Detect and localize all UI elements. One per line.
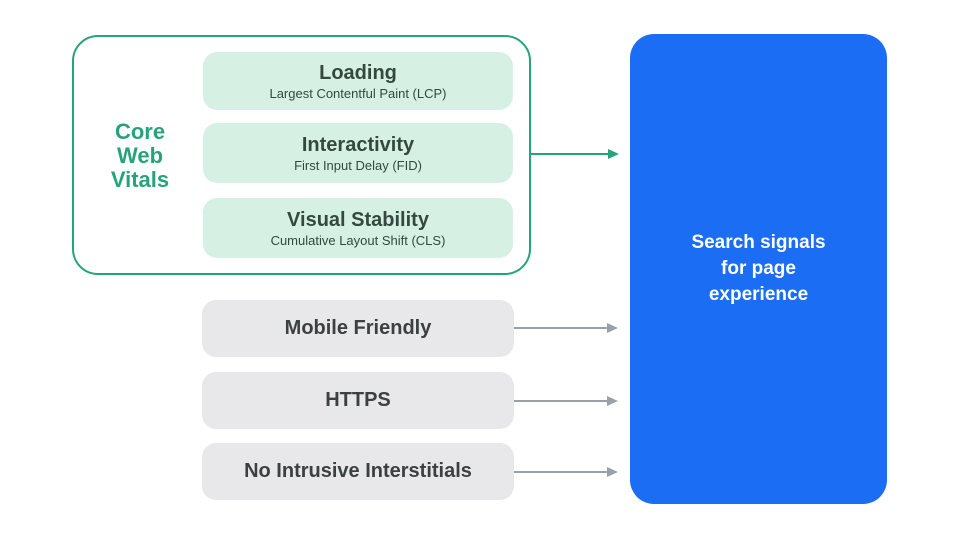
mobile-friendly-arrow [514, 322, 618, 334]
signal-no-intrusive-interstitials: No Intrusive Interstitials [202, 443, 514, 500]
cwv-item-visual-stability-subtitle: Cumulative Layout Shift (CLS) [270, 232, 446, 248]
arrow-right-icon [608, 149, 619, 159]
cwv-item-interactivity-subtitle: First Input Delay (FID) [294, 157, 422, 173]
signal-https: HTTPS [202, 372, 514, 429]
arrow-shaft [514, 471, 607, 473]
cwv-item-interactivity-title: Interactivity [301, 133, 415, 156]
signal-mobile-friendly: Mobile Friendly [202, 300, 514, 357]
arrow-right-icon [607, 396, 618, 406]
cwv-item-interactivity: Interactivity First Input Delay (FID) [203, 123, 513, 183]
signal-https-label: HTTPS [325, 389, 391, 411]
arrow-right-icon [607, 323, 618, 333]
cwv-item-loading-subtitle: Largest Contentful Paint (LCP) [269, 85, 447, 101]
interstitials-arrow [514, 466, 618, 478]
core-web-vitals-label: Core Web Vitals [110, 119, 170, 192]
search-signals-label: Search signals for page experience [691, 232, 826, 305]
cwv-item-loading-title: Loading [319, 61, 397, 84]
cwv-item-visual-stability-title: Visual Stability [287, 208, 429, 231]
cwv-item-visual-stability: Visual Stability Cumulative Layout Shift… [203, 198, 513, 258]
arrow-shaft [531, 153, 608, 155]
search-signals-box: Search signals for page experience [630, 34, 887, 504]
arrow-shaft [514, 327, 607, 329]
arrow-shaft [514, 400, 607, 402]
cwv-item-loading: Loading Largest Contentful Paint (LCP) [203, 52, 513, 110]
arrow-right-icon [607, 467, 618, 477]
signal-mobile-friendly-label: Mobile Friendly [284, 317, 432, 339]
signal-no-intrusive-interstitials-label: No Intrusive Interstitials [244, 460, 472, 482]
core-web-vitals-arrow [531, 148, 619, 160]
https-arrow [514, 395, 618, 407]
